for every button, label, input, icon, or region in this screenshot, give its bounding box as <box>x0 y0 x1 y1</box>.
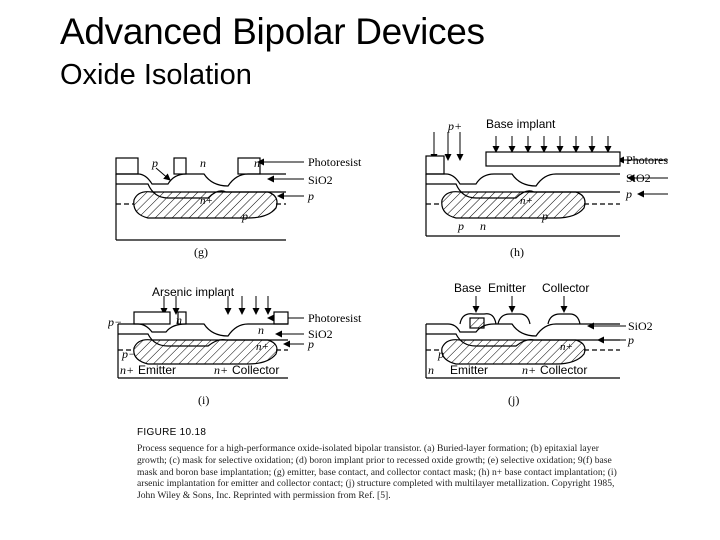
figure-caption: Process sequence for a high-performance … <box>137 443 617 502</box>
panel-h-implant-arrows <box>430 132 668 198</box>
panel-i-p-label: p <box>307 337 314 351</box>
panel-i-pminus: p− <box>121 347 136 361</box>
panel-g-nplus: n+ <box>200 195 213 207</box>
panel-i-region-n2: n <box>258 323 264 337</box>
panel-i: Arsenic implant p− n n n+ p− n+ Emitter … <box>108 285 362 407</box>
panel-i-collector-label: Collector <box>232 363 279 377</box>
panel-g: p n n n+ p Photoresist SiO2 p (g) <box>115 155 362 259</box>
panel-j-region-p: p <box>437 347 444 361</box>
panel-g-region-n: n <box>200 156 206 170</box>
panel-i-region-n: n <box>176 313 182 327</box>
panel-h: p+ Base implant Photores SiO2 p n+ p n p… <box>425 117 668 259</box>
panel-j-emitter-top-label: Emitter <box>488 281 526 295</box>
panel-j-emitter-label: Emitter <box>450 363 488 377</box>
panel-j-arrows <box>472 296 626 344</box>
panel-h-pplus: p+ <box>447 119 462 133</box>
panel-j-region-n: n <box>428 363 434 377</box>
panel-j-collector-top-label: Collector <box>542 281 589 295</box>
panel-h-region-p: p <box>457 219 464 233</box>
panel-h-substrate-p: p <box>541 209 548 223</box>
panel-g-structure <box>115 157 286 241</box>
panel-i-structure <box>117 311 289 379</box>
figure-number: FIGURE 10.18 <box>137 427 207 438</box>
panel-j-nplus-collector: n+ <box>522 363 536 377</box>
panel-h-p-label: p <box>625 187 632 201</box>
panel-h-implant-label: Base implant <box>486 117 556 131</box>
panel-g-arrows <box>155 158 304 200</box>
panel-j-base-label: Base <box>454 281 482 295</box>
panel-i-label: (i) <box>198 393 209 407</box>
panel-j-collector-label: Collector <box>540 363 587 377</box>
panel-h-structure <box>425 151 621 237</box>
panel-h-label: (h) <box>510 245 524 259</box>
panel-j-label: (j) <box>508 393 519 407</box>
panel-g-label: (g) <box>194 245 208 259</box>
panel-h-nplus: n+ <box>520 195 533 207</box>
panel-h-sio2-label: SiO2 <box>626 171 651 185</box>
panel-j-structure <box>425 313 620 379</box>
slide-title: Advanced Bipolar Devices <box>60 11 485 52</box>
panel-g-region-p: p <box>151 156 158 170</box>
process-sequence-figure: p n n n+ p Photoresist SiO2 p (g) <box>108 112 678 422</box>
panel-i-nplus-collector: n+ <box>214 363 228 377</box>
panel-i-pminus-top: p− <box>108 315 122 329</box>
panel-i-nplus-mid: n+ <box>256 341 269 353</box>
panel-g-region-n2: n <box>254 156 260 170</box>
panel-g-photoresist-label: Photoresist <box>308 155 362 169</box>
panel-h-region-n: n <box>480 219 486 233</box>
panel-j: Base Emitter Collector SiO2 p p n+ n Emi… <box>425 281 653 407</box>
panel-g-p-label: p <box>307 189 314 203</box>
panel-j-sio2-label: SiO2 <box>628 319 653 333</box>
panel-i-emitter-label: Emitter <box>138 363 176 377</box>
slide-subtitle: Oxide Isolation <box>60 59 252 91</box>
panel-i-nplus-emitter: n+ <box>120 363 134 377</box>
panel-i-implant-label: Arsenic implant <box>152 285 235 299</box>
panel-j-nplus: n+ <box>560 341 573 353</box>
panel-j-p-label: p <box>627 333 634 347</box>
panel-g-sio2-label: SiO2 <box>308 173 333 187</box>
panel-g-substrate-p: p <box>241 209 248 223</box>
panel-h-photoresist-label: Photores <box>626 153 668 167</box>
panel-i-photoresist-label: Photoresist <box>308 311 362 325</box>
panel-i-sio2-label: SiO2 <box>308 327 333 341</box>
